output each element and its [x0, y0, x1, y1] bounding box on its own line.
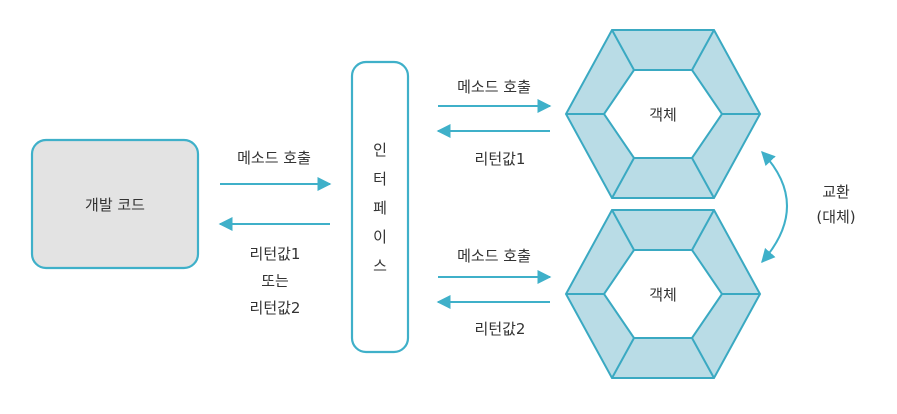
- interface-char-3: 페: [373, 199, 387, 217]
- left-return-line-3: 리턴값2: [250, 299, 301, 317]
- object-top-hexagon: 객체: [564, 29, 762, 199]
- swap-line-2: (대체): [816, 208, 855, 226]
- swap-arrow-group: 교환 (대체): [761, 150, 856, 264]
- left-return-line-2: 또는: [261, 272, 289, 290]
- left-return-line-1: 리턴값1: [250, 245, 301, 263]
- object-bottom-hexagon: 객체: [564, 209, 762, 379]
- upper-return-label: 리턴값1: [475, 150, 526, 168]
- lower-return-label: 리턴값2: [475, 320, 526, 338]
- lower-return-group: 리턴값2: [436, 295, 550, 338]
- upper-call-label: 메소드 호출: [457, 78, 531, 96]
- interface-char-2: 터: [373, 170, 387, 188]
- dev-code-label: 개발 코드: [85, 196, 145, 214]
- interface-char-4: 이: [373, 228, 387, 246]
- object-bottom-label: 객체: [649, 286, 677, 304]
- lower-call-label: 메소드 호출: [457, 247, 531, 265]
- lower-call-group: 메소드 호출: [438, 247, 552, 284]
- left-call-group: 메소드 호출: [220, 149, 332, 191]
- object-top-label: 객체: [649, 106, 677, 124]
- swap-arrow: [761, 150, 788, 264]
- left-return-group: 리턴값1 또는 리턴값2: [218, 217, 330, 317]
- swap-line-1: 교환: [822, 183, 850, 201]
- upper-call-group: 메소드 호출: [438, 78, 552, 113]
- interface-box: 인 터 페 이 스: [350, 60, 410, 354]
- interface-char-5: 스: [373, 257, 387, 275]
- left-call-label: 메소드 호출: [237, 149, 311, 167]
- upper-return-group: 리턴값1: [436, 124, 550, 168]
- interface-char-1: 인: [373, 141, 387, 159]
- dev-code-box: 개발 코드: [30, 138, 200, 270]
